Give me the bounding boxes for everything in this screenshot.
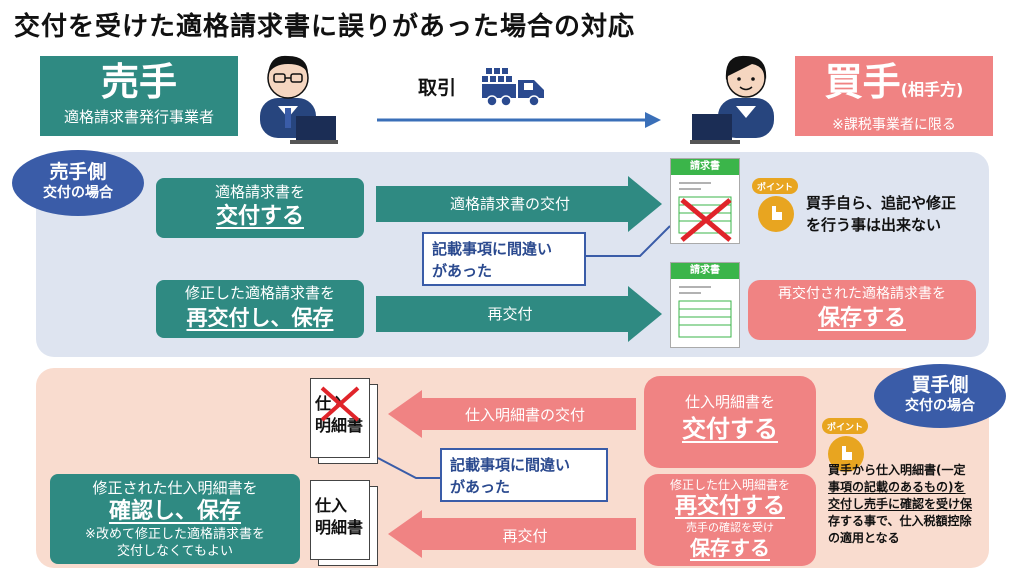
point-badge-label: ポイント [756, 183, 793, 193]
confirm-save-step-line2: 確認し、保存 [108, 499, 241, 524]
statement-doc2-line1: 仕入 [315, 496, 348, 515]
seller-error-note: 記載事項に間違い があった [422, 232, 586, 286]
seller-point-text-line1: 買手自ら、追記や修正 [806, 194, 957, 212]
statement-delivery-arrow-label: 仕入明細書の交付 [464, 406, 585, 424]
buyer-title: 買手 [824, 60, 901, 104]
buyer-subtitle: ※課税事業者に限る [832, 117, 956, 133]
confirm-save-step-line4: 交付しなくてもよい [117, 544, 233, 559]
issue-statement-step-line1: 仕入明細書を [684, 393, 775, 411]
issue-statement-step-line2: 交付する [682, 415, 778, 443]
buyer-error-note-line2: があった [450, 478, 511, 496]
seller-subtitle: 適格請求書発行事業者 [63, 108, 214, 126]
buyer-suffix: (相手方) [900, 80, 964, 99]
issue-invoice-step-line1: 適格請求書を [214, 183, 305, 201]
invoice-doc-title: 請求書 [671, 159, 739, 175]
seller-side-badge-subtitle: 交付の場合 [43, 185, 113, 201]
confirm-save-step-line3: ※改めて修正した適格請求書を [85, 527, 265, 542]
statement-doc1-line2: 明細書 [315, 416, 364, 435]
seller-error-note-line2: があった [432, 262, 493, 280]
issue-invoice-step: 適格請求書を 交付する [156, 178, 364, 238]
statement-doc1-line1: 仕入 [315, 394, 348, 413]
reissue-arrow [376, 286, 662, 342]
statement-document-reissued: 仕入 明細書 [310, 480, 370, 560]
point-badge-icon [752, 178, 798, 232]
page-title: 交付を受けた適格請求書に誤りがあった場合の対応 [14, 12, 636, 42]
buyer-side-badge-title: 買手側 [911, 374, 969, 396]
statement-cross-mark-icon [320, 386, 360, 422]
invoice-document-reissued: 請求書 [670, 262, 740, 348]
save-reissued-invoice-line1: 再交付された適格請求書を [778, 286, 946, 302]
reissue-invoice-step-line1: 修正した適格請求書を [184, 284, 335, 302]
point-badge-icon [822, 418, 868, 472]
save-reissued-invoice-line2: 保存する [817, 306, 906, 331]
seller-side-badge: 売手側 交付の場合 [12, 150, 144, 216]
reissued-doc-title: 請求書 [671, 263, 739, 279]
buyer-point-text-line3: 交付し売手に確認を受け保 [828, 497, 973, 511]
reissue-invoice-step-line2: 再交付し、保存 [186, 306, 334, 330]
buyer-error-note: 記載事項に間違い があった [440, 448, 608, 502]
reissue-statement-step: 修正した仕入明細書を 再交付する 売手の確認を受け 保存する [644, 474, 816, 566]
statement-document-rejected: 仕入 明細書 [310, 378, 370, 458]
statement-delivery-arrow [388, 390, 636, 438]
reissue-statement-step-line2: 再交付する [674, 494, 785, 519]
truck-icon [482, 68, 544, 107]
error-connector-line [580, 225, 671, 257]
buyer-point-text-line5: の適用となる [828, 531, 900, 545]
reissue-statement-step-line1: 修正した仕入明細書を [669, 478, 790, 492]
reissue-invoice-step: 修正した適格請求書を 再交付し、保存 [156, 280, 364, 338]
reissue-statement-step-line3: 売手の確認を受け [686, 521, 774, 534]
cross-mark-icon [680, 198, 732, 242]
buyer-side-badge: 買手側 交付の場合 [874, 364, 1006, 428]
statement-reissue-arrow [388, 510, 636, 558]
invoice-delivery-arrow-label: 適格請求書の交付 [449, 195, 570, 213]
buyer-person-icon [690, 55, 774, 144]
seller-title: 売手 [100, 60, 177, 104]
buyer-side-badge-subtitle: 交付の場合 [905, 398, 975, 414]
buyer-point-text-line4: 存する事で、仕入税額控除 [828, 514, 972, 528]
buyer-point-text-line1: 買手から仕入明細書(一定 [828, 463, 966, 477]
statement-doc2-line2: 明細書 [315, 518, 364, 537]
confirm-save-step: 修正された仕入明細書を 確認し、保存 ※改めて修正した適格請求書を 交付しなくて… [50, 474, 300, 564]
issue-invoice-step-line2: 交付する [215, 204, 304, 229]
buyer-point-badge-label: ポイント [826, 423, 863, 433]
reissue-statement-step-line4: 保存する [690, 536, 770, 560]
transaction-label: 取引 [418, 77, 457, 99]
seller-side-badge-title: 売手側 [49, 161, 107, 183]
buyer-error-note-line1: 記載事項に間違い [450, 456, 571, 474]
transaction-arrow [377, 112, 661, 128]
buyer-point-text-line2: 事項の記載のあるもの)を [828, 480, 966, 494]
save-reissued-invoice: 再交付された適格請求書を 保存する [748, 280, 976, 340]
reissued-doc-lines [678, 286, 732, 338]
seller-person-icon [260, 55, 338, 144]
issue-statement-step: 仕入明細書を 交付する [644, 376, 816, 468]
confirm-save-step-line1: 修正された仕入明細書を [92, 479, 258, 497]
seller-error-note-line1: 記載事項に間違い [432, 240, 553, 258]
seller-point-text-line2: を行う事は出来ない [806, 216, 942, 234]
statement-reissue-arrow-label: 再交付 [502, 527, 548, 545]
buyer-error-connector-line [377, 457, 444, 479]
seller-point-text: 買手自ら、追記や修正 を行う事は出来ない [806, 192, 956, 236]
seller-header: 売手 適格請求書発行事業者 [40, 56, 238, 136]
buyer-header: 買手(相手方) ※課税事業者に限る [795, 56, 993, 136]
buyer-point-text: 買手から仕入明細書(一定 事項の記載のあるもの)を 交付し売手に確認を受け保 存… [828, 462, 972, 547]
invoice-delivery-arrow [376, 176, 662, 232]
reissue-arrow-label: 再交付 [487, 305, 533, 323]
